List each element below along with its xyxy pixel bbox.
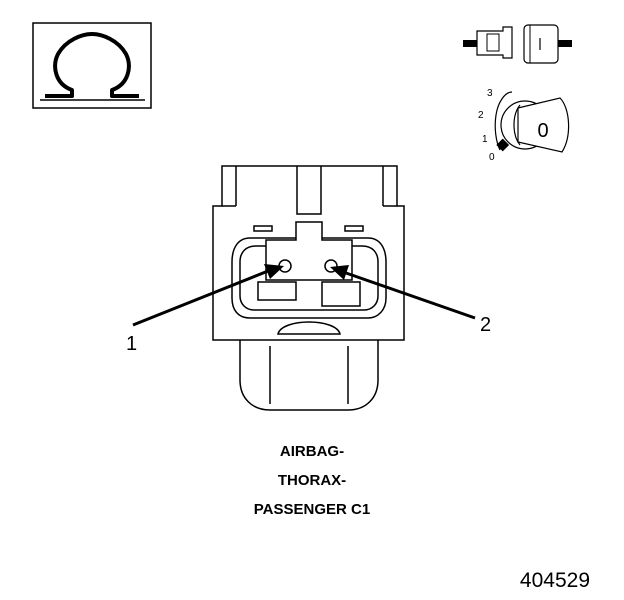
key-position-0: 0 bbox=[489, 152, 495, 163]
caption-line-3: PASSENGER C1 bbox=[254, 501, 370, 518]
key-position-2: 2 bbox=[478, 110, 484, 121]
key-position-1: 1 bbox=[482, 134, 488, 145]
connector-halves-icon bbox=[463, 24, 572, 64]
callout-1-label: 1 bbox=[126, 333, 137, 355]
key-position-3: 3 bbox=[487, 88, 493, 99]
key-face-label: 0 bbox=[537, 120, 548, 142]
callout-1-leader bbox=[132, 264, 284, 327]
connector-drawing bbox=[212, 165, 405, 411]
figure-number: 404529 bbox=[520, 569, 590, 592]
callout-2-label: 2 bbox=[480, 314, 491, 336]
caption-line-2: THORAX- bbox=[278, 472, 346, 489]
ohm-symbol-icon bbox=[32, 22, 152, 109]
ignition-key-off-icon: 0 3 2 1 0 bbox=[478, 88, 570, 163]
callout-2-leader bbox=[330, 265, 476, 320]
caption-line-1: AIRBAG- bbox=[280, 443, 344, 460]
